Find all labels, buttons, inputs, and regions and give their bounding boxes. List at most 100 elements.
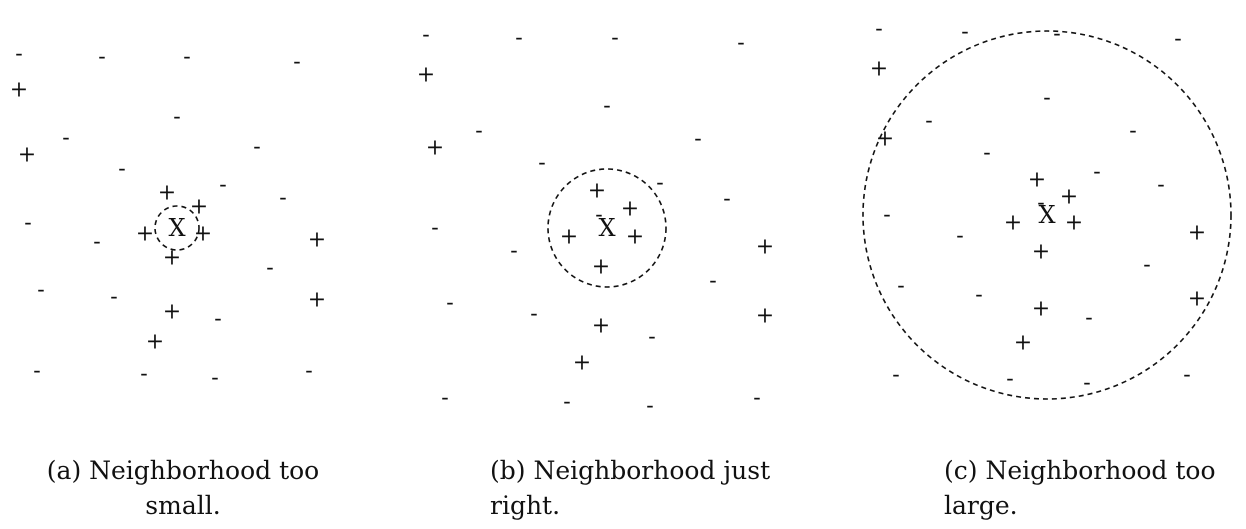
positive-point: +	[190, 195, 208, 220]
positive-point: +	[1004, 211, 1022, 236]
negative-point: -	[37, 278, 44, 303]
negative-point: -	[219, 173, 226, 198]
positive-point: +	[621, 197, 639, 222]
negative-point: -	[694, 127, 701, 152]
negative-point: -	[709, 269, 716, 294]
negative-point: -	[475, 119, 482, 144]
negative-point: -	[723, 187, 730, 212]
positive-point: +	[426, 136, 444, 161]
negative-point: -	[211, 366, 218, 391]
caption-panel-c: (c) Neighborhood too large.	[944, 456, 1216, 520]
negative-point: -	[1085, 306, 1092, 331]
query-point-label: X	[598, 214, 615, 242]
negative-point: -	[648, 325, 655, 350]
negative-point: -	[1037, 191, 1044, 216]
positive-point: +	[308, 228, 326, 253]
positive-point: +	[194, 222, 212, 247]
negative-point: -	[975, 283, 982, 308]
positive-point: +	[163, 246, 181, 271]
positive-point: +	[308, 288, 326, 313]
negative-point: -	[110, 285, 117, 310]
negative-point: -	[603, 94, 610, 119]
negative-point: -	[1157, 173, 1164, 198]
negative-point: -	[279, 186, 286, 211]
positive-point: +	[1060, 185, 1078, 210]
negative-point: -	[15, 42, 22, 67]
negative-point: -	[753, 386, 760, 411]
positive-point: +	[417, 63, 435, 88]
panel-b-scatter: ----+--+---++---++-++---++-+----X	[417, 23, 774, 419]
negative-point: -	[1006, 367, 1013, 392]
positive-point: +	[560, 225, 578, 250]
negative-point: -	[611, 26, 618, 51]
neighborhood-circle	[154, 205, 200, 251]
negative-point: -	[892, 363, 899, 388]
negative-point: -	[510, 239, 517, 264]
positive-point: +	[870, 57, 888, 82]
positive-point: +	[158, 181, 176, 206]
negative-point: -	[875, 17, 882, 42]
negative-point: -	[118, 157, 125, 182]
negative-point: -	[1129, 119, 1136, 144]
positive-point: +	[756, 304, 774, 329]
negative-point: -	[33, 359, 40, 384]
positive-point: +	[756, 235, 774, 260]
positive-point: +	[1028, 168, 1046, 193]
positive-point: +	[588, 179, 606, 204]
negative-point: -	[538, 151, 545, 176]
negative-point: -	[1183, 363, 1190, 388]
positive-point: +	[1188, 287, 1206, 312]
negative-point: -	[595, 203, 602, 228]
negative-point: -	[1043, 86, 1050, 111]
neighborhood-circle	[547, 168, 667, 288]
negative-point: -	[98, 45, 105, 70]
negative-point: -	[897, 274, 904, 299]
negative-point: -	[446, 291, 453, 316]
negative-point: -	[441, 386, 448, 411]
negative-point: -	[530, 302, 537, 327]
negative-point: -	[253, 135, 260, 160]
negative-point: -	[515, 26, 522, 51]
negative-point: -	[563, 390, 570, 415]
query-point-label: X	[1038, 201, 1055, 229]
positive-point: +	[1032, 240, 1050, 265]
negative-point: -	[883, 203, 890, 228]
caption-panel-b: (b) Neighborhood just right.	[490, 456, 771, 520]
negative-point: -	[1083, 371, 1090, 396]
negative-point: -	[983, 141, 990, 166]
positive-point: +	[136, 222, 154, 247]
negative-point: -	[646, 394, 653, 419]
negative-point: -	[1143, 253, 1150, 278]
positive-point: +	[1065, 211, 1083, 236]
positive-point: +	[1032, 297, 1050, 322]
negative-point: -	[24, 211, 31, 236]
negative-point: -	[737, 31, 744, 56]
neighborhood-circle	[862, 30, 1232, 400]
positive-point: +	[10, 78, 28, 103]
negative-point: -	[961, 20, 968, 45]
positive-point: +	[146, 330, 164, 355]
negative-point: -	[62, 126, 69, 151]
negative-point: -	[305, 359, 312, 384]
negative-point: -	[656, 171, 663, 196]
positive-point: +	[163, 300, 181, 325]
negative-point: -	[93, 230, 100, 255]
negative-point: -	[293, 50, 300, 75]
positive-point: +	[1188, 221, 1206, 246]
caption-panel-a: (a) Neighborhood too small.	[46, 456, 320, 520]
positive-point: +	[18, 143, 36, 168]
negative-point: -	[422, 23, 429, 48]
query-point-label: X	[168, 214, 185, 242]
panel-a-scatter: ----+-+---+-+--++-++---++-+----X	[10, 42, 326, 391]
negative-point: -	[1174, 27, 1181, 52]
positive-point: +	[573, 351, 591, 376]
negative-point: -	[431, 216, 438, 241]
negative-point: -	[173, 105, 180, 130]
positive-point: +	[876, 127, 894, 152]
negative-point: -	[925, 109, 932, 134]
negative-point: -	[266, 256, 273, 281]
positive-point: +	[592, 314, 610, 339]
negative-point: -	[183, 45, 190, 70]
panel-c-scatter: ----+--+---++---++-++---++-+----X	[862, 17, 1232, 400]
